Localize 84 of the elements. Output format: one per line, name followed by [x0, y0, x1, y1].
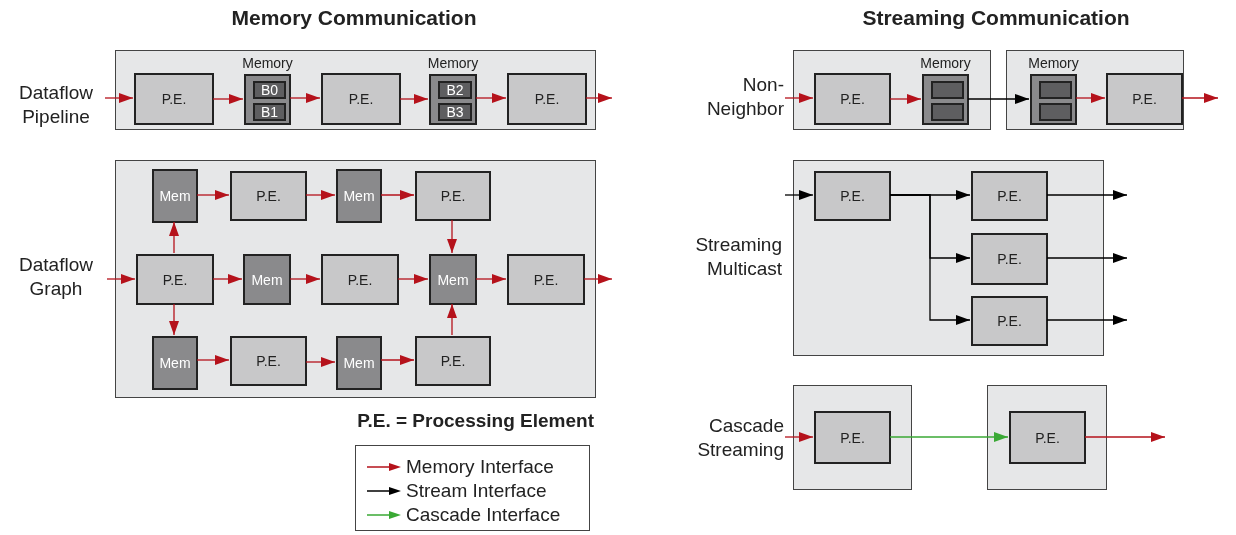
process-box: P.E.: [415, 336, 491, 386]
group-panel: [1006, 50, 1184, 130]
memory-label: Memory: [919, 55, 972, 71]
arrow: [397, 274, 429, 284]
row-label: Cascade Streaming: [696, 414, 784, 462]
process-box: P.E.: [814, 411, 891, 464]
arrow: [784, 432, 814, 442]
row-label: Dataflow Pipeline: [18, 81, 94, 129]
arrow: [475, 274, 507, 284]
arrow: [784, 93, 814, 103]
arrow: [196, 190, 230, 200]
process-box: P.E.: [507, 73, 587, 125]
arrow: [196, 355, 230, 365]
arrow: [212, 94, 244, 104]
buffer-box: [1039, 81, 1072, 99]
arrow: [380, 355, 415, 365]
process-box: P.E.: [134, 73, 214, 125]
legend-text: Cascade Interface: [406, 504, 561, 526]
process-box: P.E.: [321, 254, 399, 305]
arrow: [967, 94, 1030, 104]
buffer-box: [931, 81, 964, 99]
process-box: P.E.: [971, 171, 1048, 221]
buffer-box: B0: [253, 81, 286, 99]
arrow: [106, 274, 136, 284]
memory-box: Mem: [336, 336, 382, 390]
process-box: P.E.: [1106, 73, 1183, 125]
arrow: [399, 94, 429, 104]
memory-label: Memory: [1027, 55, 1080, 71]
process-box: P.E.: [507, 254, 585, 305]
memory-box: Mem: [152, 169, 198, 223]
buffer-box: [931, 103, 964, 121]
process-box: P.E.: [971, 296, 1048, 346]
arrow: [784, 190, 814, 200]
section-heading: Memory Communication: [230, 6, 478, 30]
buffer-box: [1039, 103, 1072, 121]
arrow: [169, 221, 179, 254]
arrow: [289, 274, 321, 284]
arrow: [380, 190, 415, 200]
arrow: [1075, 93, 1106, 103]
memory-box: Mem: [429, 254, 477, 305]
memory-label: Memory: [426, 55, 480, 71]
process-box: P.E.: [136, 254, 214, 305]
arrow: [169, 303, 179, 336]
arrow: [1084, 432, 1166, 442]
arrow: [889, 94, 922, 104]
note: P.E. = Processing Element: [356, 410, 594, 432]
row-label: Dataflow Graph: [18, 253, 94, 301]
legend-text: Memory Interface: [406, 456, 554, 478]
process-box: P.E.: [814, 171, 891, 221]
arrow: [585, 93, 613, 103]
memory-label: Memory: [241, 55, 294, 71]
arrow: [212, 274, 243, 284]
buffer-box: B2: [438, 81, 472, 99]
memory-box: Mem: [243, 254, 291, 305]
arrow: [1181, 93, 1219, 103]
group-panel: [987, 385, 1107, 490]
arrow: [1046, 253, 1128, 263]
row-label: Streaming Multicast: [694, 233, 782, 281]
arrow: [289, 93, 321, 103]
arrow: [447, 219, 457, 254]
process-box: P.E.: [230, 336, 307, 386]
arrow: [447, 303, 457, 336]
arrow: [104, 93, 134, 103]
memory-box: Mem: [152, 336, 198, 390]
process-box: P.E.: [971, 233, 1048, 285]
memory-box: Mem: [336, 169, 382, 223]
section-heading: Streaming Communication: [861, 6, 1131, 30]
arrow: [305, 190, 336, 200]
buffer-box: B1: [253, 103, 286, 121]
arrow: [475, 93, 507, 103]
arrow: [889, 194, 971, 325]
row-label: Non-Neighbor: [705, 73, 784, 121]
arrow: [305, 357, 336, 367]
process-box: P.E.: [814, 73, 891, 125]
process-box: P.E.: [321, 73, 401, 125]
arrow: [1046, 315, 1128, 325]
process-box: P.E.: [230, 171, 307, 221]
process-box: P.E.: [1009, 411, 1086, 464]
buffer-box: B3: [438, 103, 472, 121]
arrow: [1046, 190, 1128, 200]
process-box: P.E.: [415, 171, 491, 221]
legend-text: Stream Interface: [406, 480, 547, 502]
arrow: [583, 274, 613, 284]
arrow: [889, 432, 1009, 442]
